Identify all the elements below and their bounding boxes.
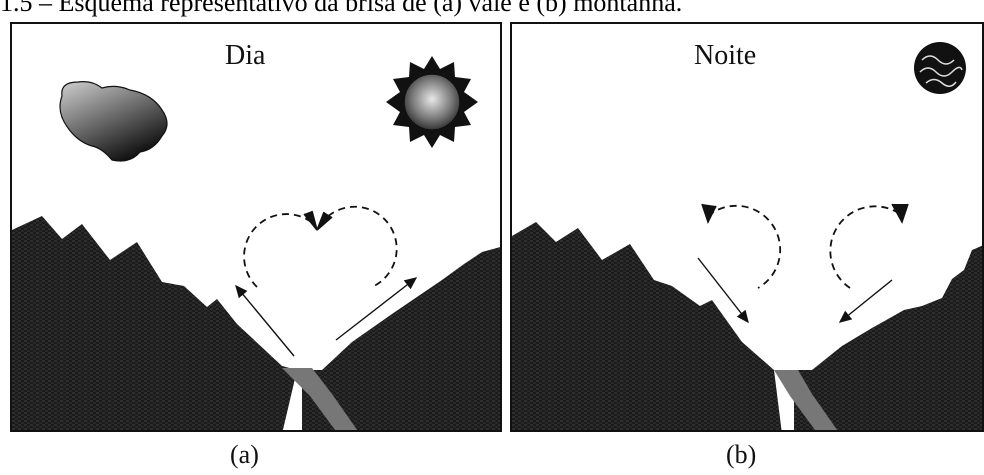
day-diagram (12, 56, 500, 430)
circulation-right (829, 205, 901, 289)
mountain-left (12, 216, 297, 430)
day-title: Dia (225, 40, 266, 71)
panel-day: Dia (10, 22, 502, 432)
mountain-right (302, 247, 500, 430)
valley-river (774, 370, 838, 430)
night-title: Noite (694, 40, 757, 71)
downslope-arrow-left (697, 257, 749, 324)
panel-night: Noite (510, 22, 984, 432)
circulation-left (707, 204, 782, 289)
panel-label-b: (b) (726, 440, 757, 469)
cloud-icon (59, 81, 168, 162)
moon-icon (914, 42, 966, 94)
mountain-left (512, 222, 782, 430)
upslope-arrow-left (235, 284, 295, 357)
panel-label-a: (a) (230, 440, 259, 469)
circulation-right (319, 205, 398, 287)
downslope-arrow-right (838, 279, 893, 323)
figure-caption: 1.5 – Esquema representativo da brisa de… (0, 0, 683, 17)
circulation-left (243, 213, 317, 288)
upslope-arrow-right (335, 277, 418, 341)
mountain-right (794, 245, 982, 430)
valley-river (282, 368, 358, 430)
sun-icon (386, 56, 478, 148)
night-diagram (512, 42, 982, 430)
